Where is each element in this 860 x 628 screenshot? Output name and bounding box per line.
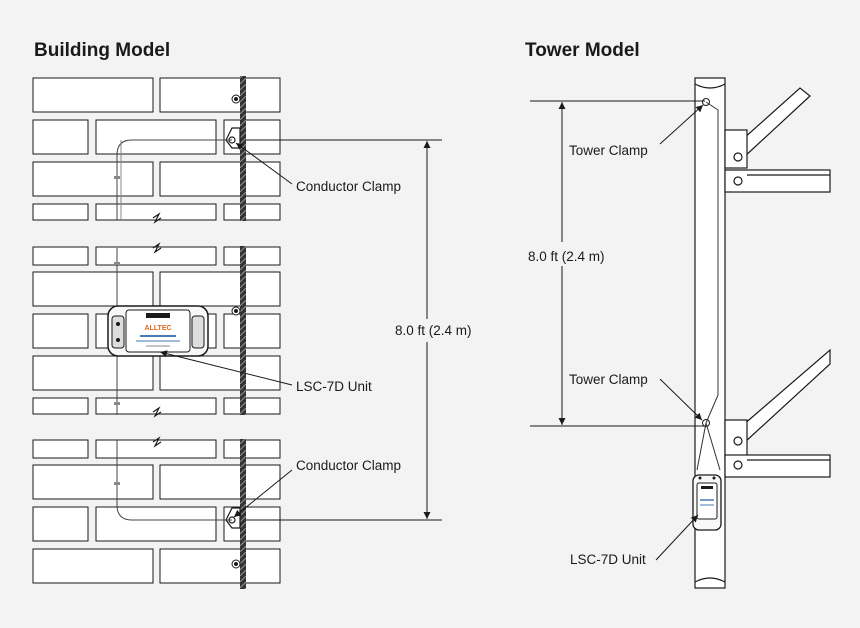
sensing-cable xyxy=(116,139,232,521)
device-brand-text: ALLTEC xyxy=(144,325,171,332)
tower-brace-lower xyxy=(724,348,831,478)
brick-wall xyxy=(32,77,281,584)
lsc-7d-unit-tower xyxy=(692,474,722,531)
leader-unit-building xyxy=(159,350,293,386)
label-lsc-7d-unit-tower: LSC-7D Unit xyxy=(570,552,646,567)
tower-brace-upper xyxy=(724,87,831,193)
building-model-title: Building Model xyxy=(34,40,171,61)
label-lsc-7d-unit-building: LSC-7D Unit xyxy=(296,379,372,394)
tower-dimension xyxy=(530,100,705,427)
label-tower-clamp-bottom: Tower Clamp xyxy=(569,372,648,387)
leader-unit-tower xyxy=(655,514,699,561)
lsc-7d-unit-building: ALLTEC xyxy=(107,305,209,357)
label-conductor-clamp-top: Conductor Clamp xyxy=(296,179,401,194)
leader-tower-clamp-bottom xyxy=(659,378,703,421)
label-conductor-clamp-bottom: Conductor Clamp xyxy=(296,458,401,473)
cable-ties xyxy=(114,176,120,485)
label-tower-clamp-top: Tower Clamp xyxy=(569,143,648,158)
conductor-mounts xyxy=(231,94,241,569)
leader-tower-clamp-top xyxy=(659,104,704,145)
tower-model-title: Tower Model xyxy=(525,40,640,61)
break-marks xyxy=(152,212,162,448)
tower-sensing-cable xyxy=(696,101,721,471)
leader-conductor-clamp-top xyxy=(235,142,293,185)
leader-conductor-clamp-bottom xyxy=(233,469,293,518)
conductor-clamp-top xyxy=(225,127,241,149)
tower-dimension-label: 8.0 ft (2.4 m) xyxy=(528,249,605,264)
building-dimension xyxy=(246,139,442,521)
building-dimension-label: 8.0 ft (2.4 m) xyxy=(395,323,472,338)
